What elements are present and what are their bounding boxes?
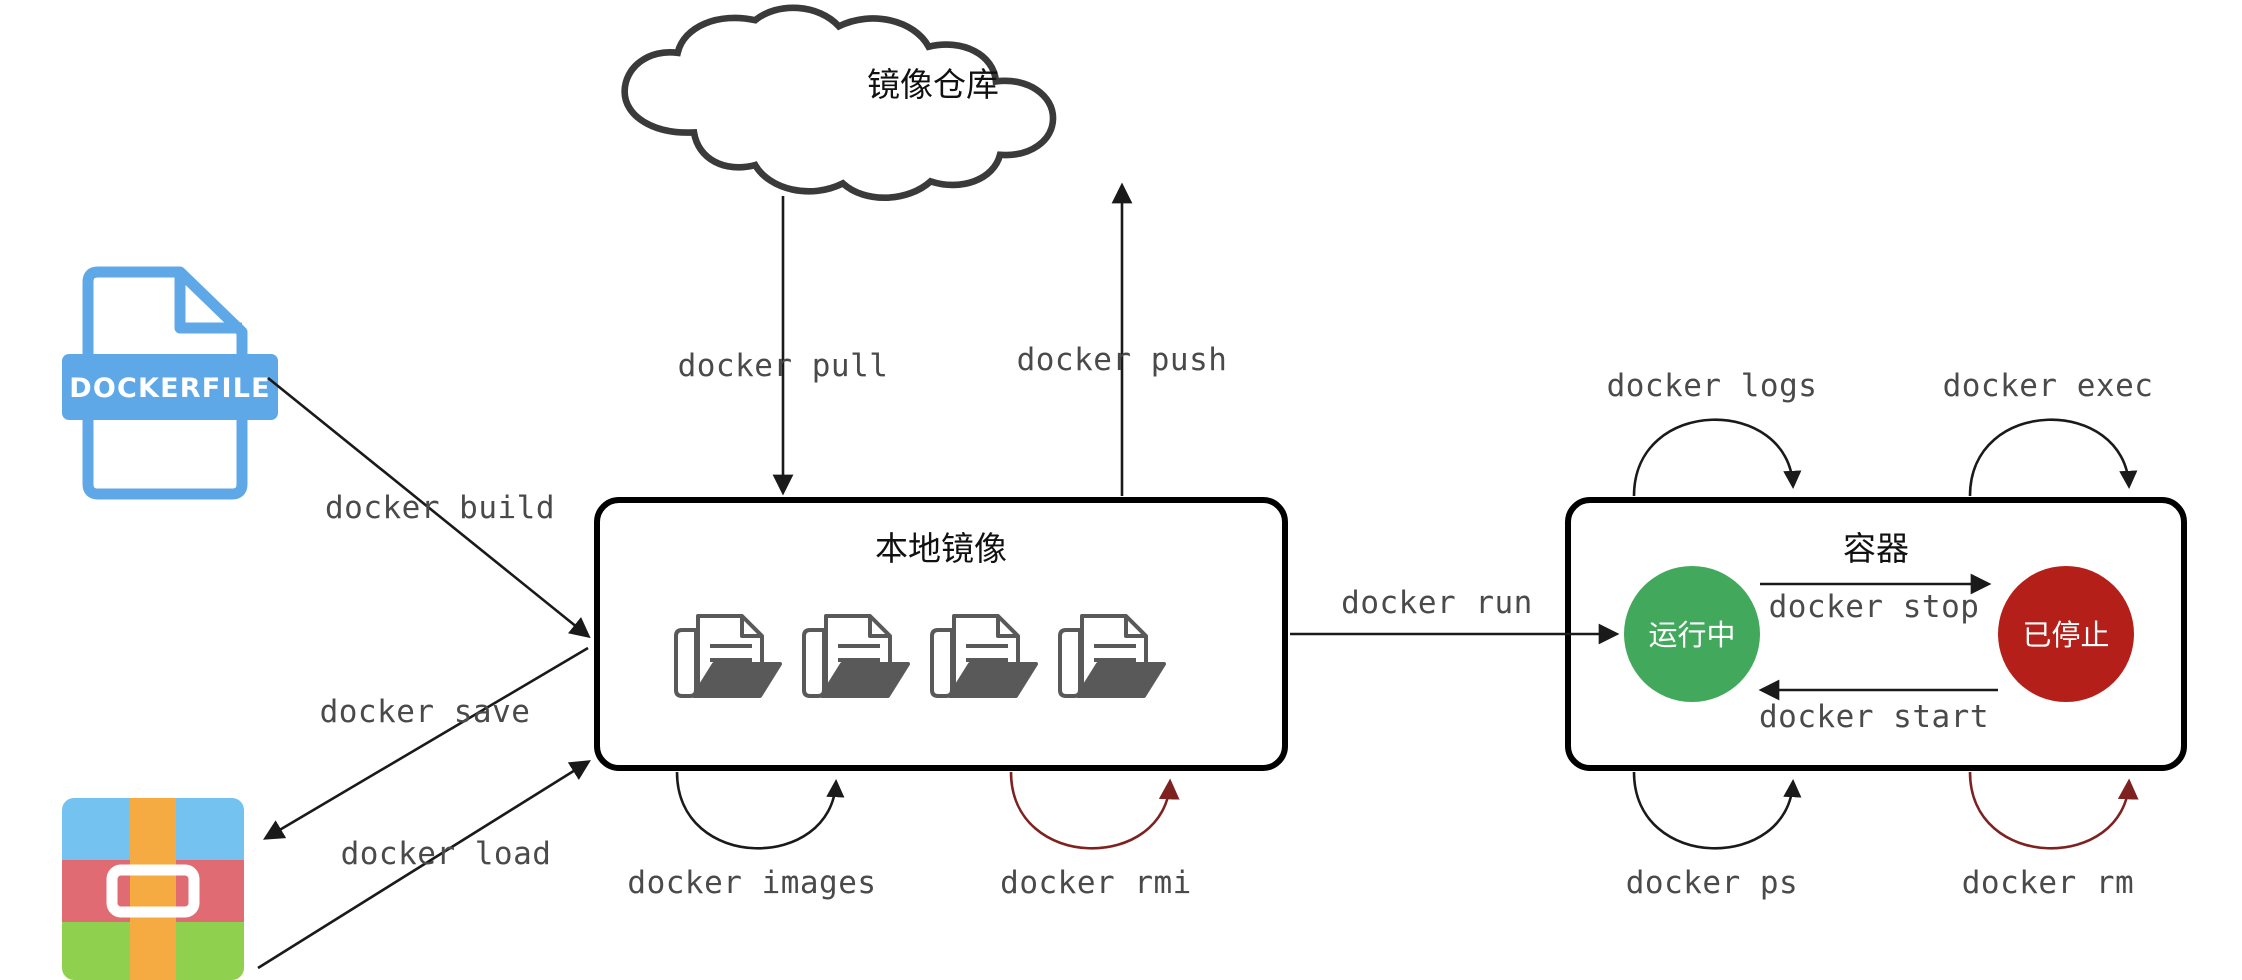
- local-images-label: 本地镜像: [875, 529, 1007, 568]
- edge-start-label: docker start: [1759, 699, 1989, 735]
- cloud-shape: [621, 4, 1057, 202]
- edge-build: [267, 376, 591, 639]
- edge-run-label: docker run: [1341, 585, 1533, 621]
- edge-push-label: docker push: [1017, 342, 1228, 378]
- edge-ps-label: docker ps: [1626, 865, 1798, 901]
- dockerfile-banner-label: DOCKERFILE: [69, 373, 270, 404]
- registry-label: 镜像仓库: [867, 65, 999, 104]
- edge-save-label: docker save: [320, 694, 531, 730]
- node-container: 容器 运行中 已停止 docker stop docker start: [1565, 497, 2187, 771]
- edge-pull-label: docker pull: [678, 348, 889, 384]
- edge-rm-label: docker rm: [1962, 865, 2134, 901]
- edge-rm: [1968, 771, 2139, 850]
- archive-strap: [130, 798, 176, 980]
- edge-ps: [1632, 771, 1802, 850]
- dockerfile-fold: [174, 272, 242, 334]
- image-icon-3: [930, 614, 1038, 698]
- state-running-label: 运行中: [1648, 618, 1735, 652]
- archive-buckle: [106, 864, 200, 918]
- state-running: [1624, 566, 1760, 702]
- state-stopped: [1998, 566, 2134, 702]
- node-local-images: 本地镜像: [594, 497, 1288, 771]
- state-stopped-label: 已停止: [2022, 618, 2109, 652]
- edge-logs: [1632, 418, 1802, 497]
- image-icon-1: [674, 614, 782, 698]
- edge-save: [263, 646, 589, 840]
- container-label: 容器: [1843, 529, 1909, 568]
- edge-logs-label: docker logs: [1607, 368, 1818, 404]
- edge-rmi: [1009, 771, 1180, 850]
- image-icon-4: [1058, 614, 1166, 698]
- edge-images-label: docker images: [627, 865, 876, 901]
- image-icon-2: [802, 614, 910, 698]
- edge-stop-label: docker stop: [1769, 589, 1980, 625]
- edge-exec: [1968, 418, 2138, 497]
- edge-rmi-label: docker rmi: [1000, 865, 1192, 901]
- dockerfile-banner: [62, 354, 278, 420]
- node-registry: 镜像仓库: [621, 4, 1057, 202]
- edge-load-label: docker load: [341, 836, 552, 872]
- edge-build-label: docker build: [325, 490, 555, 526]
- edge-exec-label: docker exec: [1943, 368, 2154, 404]
- local-images-box: [594, 497, 1288, 771]
- dockerfile-icon: DOCKERFILE: [62, 266, 278, 500]
- edge-load: [257, 760, 591, 970]
- edge-images: [675, 771, 845, 850]
- archive-icon: [62, 798, 244, 980]
